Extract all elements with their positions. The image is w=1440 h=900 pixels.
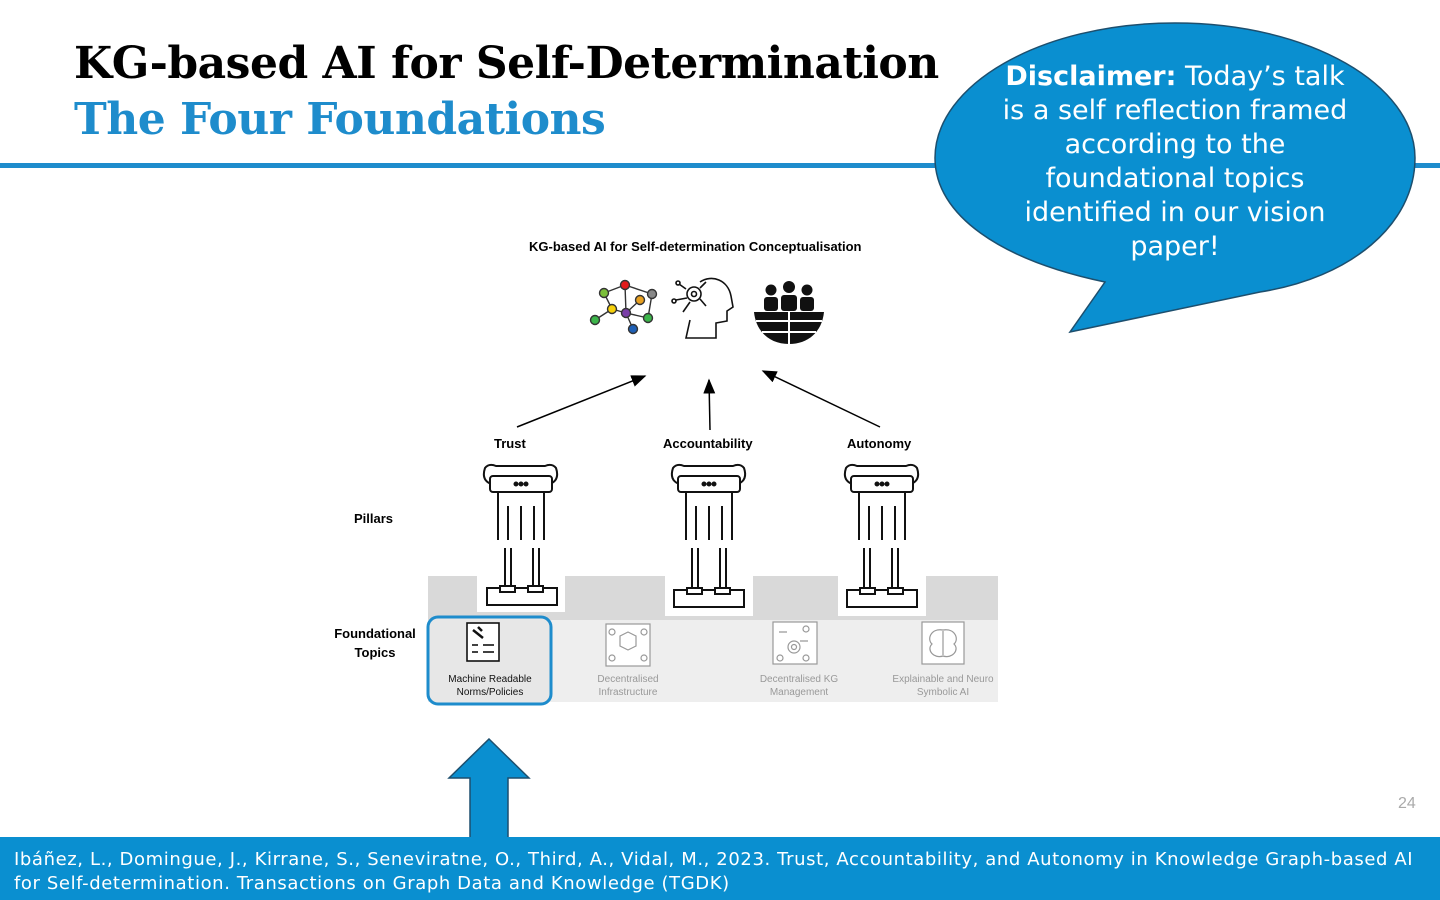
topic-label-explainable-ai: Explainable and Neuro Symbolic AI — [892, 674, 994, 698]
slide-title: KG-based AI for Self-Determination — [74, 38, 939, 89]
policy-document-icon — [466, 622, 500, 662]
page-number: 24 — [1398, 795, 1416, 812]
topic-label-decentralised-infrastructure: Decentralised Infrastructure — [597, 674, 659, 698]
footer-bar — [0, 837, 1440, 900]
people-globe-icon — [754, 281, 824, 344]
knowledge-graph-icon — [589, 279, 658, 335]
pillar-label-trust: Trust — [494, 436, 526, 451]
header-rule — [0, 163, 1440, 168]
disclaimer-body: Today’s talk is a self reflection framed… — [1002, 61, 1348, 262]
up-arrow-icon — [447, 738, 531, 838]
people-gear-icon — [772, 621, 818, 665]
pillar-label-autonomy: Autonomy — [847, 436, 912, 451]
slide-subtitle: The Four Foundations — [74, 94, 606, 145]
pillar-accountability — [665, 463, 753, 616]
autonomy-arrow — [761, 370, 881, 428]
trust-arrow — [516, 375, 647, 428]
accountability-arrow — [703, 378, 716, 431]
brain-icon — [921, 621, 965, 665]
disclaimer-label: Disclaimer: — [1005, 61, 1177, 92]
topic-label-norms-policies: Machine Readable Norms/Policies — [448, 674, 532, 698]
disclaimer-text: Disclaimer: Today’s talk is a self refle… — [1000, 60, 1350, 264]
ai-head-icon — [671, 277, 734, 339]
footer-citation: Ibáñez, L., Domingue, J., Kirrane, S., S… — [14, 849, 1414, 894]
pillar-label-accountability: Accountability — [663, 436, 753, 451]
speech-bubble — [934, 22, 1416, 334]
pillar-trust — [477, 463, 565, 612]
pillar-autonomy — [838, 463, 926, 616]
topic-label-decentralised-kg-management: Decentralised KG Management — [759, 674, 839, 698]
network-cube-icon — [605, 623, 651, 667]
diagram-title: KG-based AI for Self-determination Conce… — [529, 239, 862, 254]
row-label-pillars: Pillars — [354, 511, 394, 526]
row-label-foundational-topics: Foundational Topics — [334, 626, 416, 660]
